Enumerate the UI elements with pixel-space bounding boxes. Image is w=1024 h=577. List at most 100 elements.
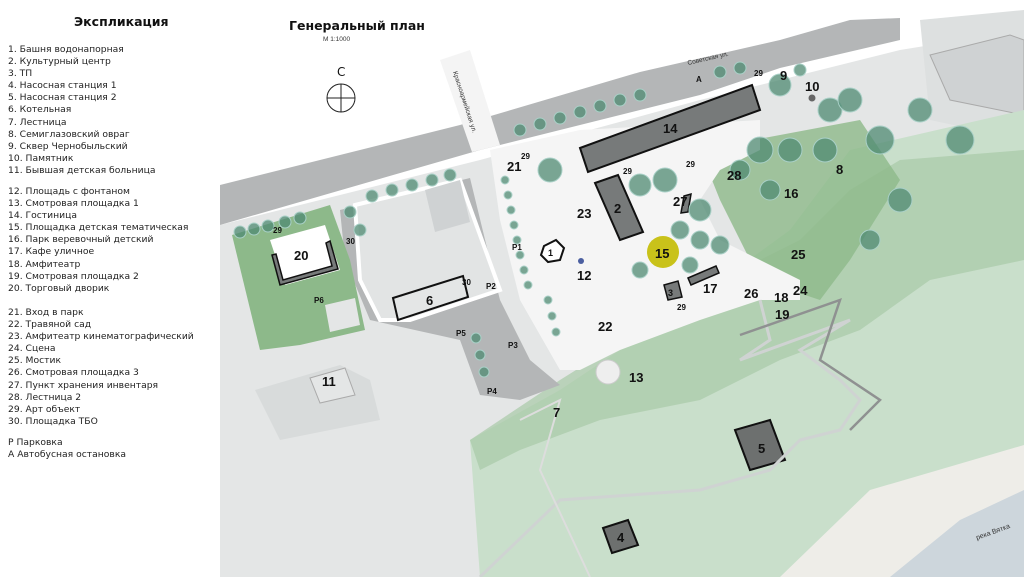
central-plaza [490,120,800,370]
tree-icon [688,198,712,222]
tree-icon [593,99,607,113]
tree-icon [543,295,553,305]
tree-icon [506,205,516,215]
tree-icon [365,189,379,203]
tree-icon [261,219,275,233]
tree-icon [746,136,774,164]
marker-29: 29 [754,69,763,78]
tree-icon [945,125,975,155]
legend-item: 10. Памятник [8,152,74,164]
marker-14: 14 [663,121,678,136]
tree-icon [633,88,647,102]
legend-item: 2. Культурный центр [8,56,111,68]
legend-item: 12. Площадь с фонтаном [8,186,130,197]
legend-item: 6. Котельная [8,104,72,116]
tree-icon [500,175,510,185]
tree-icon [652,167,678,193]
building-4-pump-station [601,518,640,555]
legend-item: 30. Площадка ТБО [8,415,98,427]
tree-icon [343,205,357,219]
tree-icon [509,220,519,230]
tree-icon [837,87,863,113]
marker-29: 29 [273,226,282,235]
legend-item: 21. Вход в парк [8,307,84,318]
marker-13: 13 [629,370,643,385]
viewpoint-13 [595,359,621,385]
marker-10: 10 [805,79,819,94]
bus-stop-a: A [696,75,702,84]
tree-icon [470,332,482,344]
marker-28: 28 [727,168,741,183]
legend-item: 26. Смотровая площадка 3 [8,367,139,379]
tree-icon [631,261,649,279]
fountain-icon [578,258,584,264]
tree-icon [278,215,292,229]
tree-icon [907,97,933,123]
tree-icon [670,220,690,240]
tree-icon [865,125,895,155]
marker-29: 29 [521,152,530,161]
tree-icon [425,173,439,187]
marker-7: 7 [553,405,560,420]
marker-12: 12 [577,268,591,283]
building-5-pump-station [733,418,787,472]
tree-icon [812,137,838,163]
marker-11: 11 [322,374,336,389]
tree-icon [733,61,747,75]
marker-3: 3 [668,288,673,298]
marker-23: 23 [577,206,591,221]
legend-item: 7. Лестница [8,116,67,128]
tree-icon [817,97,843,123]
marker-25: 25 [791,247,805,262]
tree-icon [690,230,710,250]
marker-29: 29 [686,160,695,169]
tree-icon [523,280,533,290]
tree-icon [793,63,807,77]
tree-icon [443,168,457,182]
legend-item: 18. Амфитеатр [8,258,81,270]
tree-icon [777,137,803,163]
legend-item: 8. Семиглазовский овраг [8,128,130,140]
legend-item: 3. ТП [8,68,33,80]
playground-15 [647,236,679,268]
site-markers: 1 2 3 4 5 6 7 8 9 10 11 12 13 14 15 16 1… [273,68,843,545]
tree-icon [533,117,547,131]
building-top-right [929,34,1024,116]
legend-item: 23. Амфитеатр кинематографический [8,331,194,343]
marker-30: 30 [462,278,471,287]
marker-15: 15 [655,246,669,261]
north-label: С [337,65,345,79]
tree-icon [859,229,881,251]
legend-item: 25. Мостик [8,355,62,367]
marker-17: 17 [703,281,717,296]
legend-item: 11. Бывшая детская больница [8,164,156,176]
building-3-tp [663,280,683,301]
north-arrow-icon [326,83,356,113]
marker-16: 16 [784,186,798,201]
tree-icon [681,256,699,274]
parking-p3: P3 [508,341,518,350]
tree-icon [729,159,751,181]
tree-icon [613,93,627,107]
tree-icon [385,183,399,197]
marker-20: 20 [294,248,308,263]
marker-5: 5 [758,441,765,456]
marker-24: 24 [793,283,808,298]
marker-4: 4 [617,530,625,545]
marker-18: 18 [774,290,788,305]
legend-item: 1. Башня водонапорная [8,44,124,55]
tree-icon [513,123,527,137]
building-27-storage [680,192,692,214]
legend-item: 24. Сцена [8,343,56,355]
serpentine-path [739,297,882,431]
parking-p1: P1 [512,243,522,252]
tree-icon [474,349,486,361]
tree-icon [553,111,567,125]
tree-icon [503,190,513,200]
marker-22: 22 [598,319,612,334]
plan-title: Генеральный план [289,18,425,33]
stairs-7 [519,398,591,577]
monument-icon [808,94,816,102]
